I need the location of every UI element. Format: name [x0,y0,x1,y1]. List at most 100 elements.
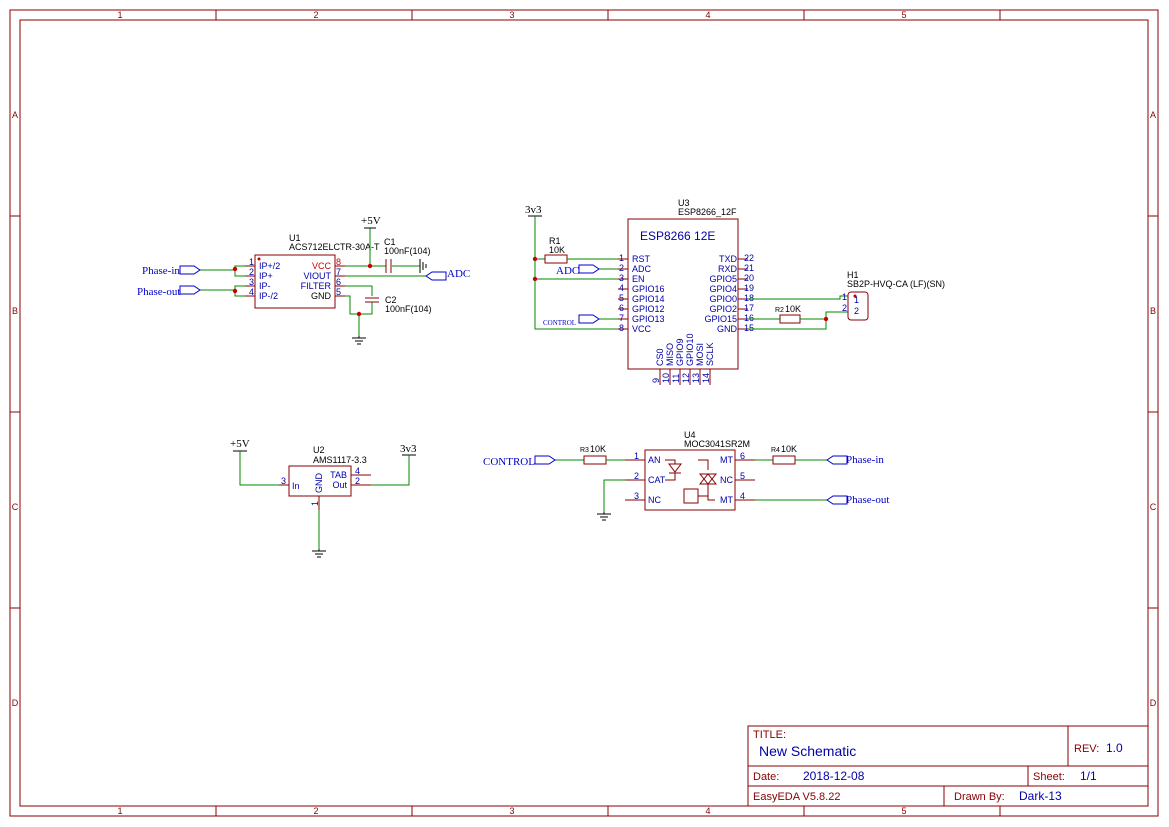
u4-ref: U4 [684,430,696,440]
title-label: TITLE: [753,729,786,741]
h1-pin-name-2: 2 [854,306,859,316]
phase-in-port-1[interactable] [179,265,201,275]
u3-pin-num-1: 1 [619,253,624,263]
u3-pin-name-sclk: SCLK [705,342,715,366]
u1-pin-name-2: IP+ [259,271,273,281]
col-label-5-bottom: 5 [901,806,906,816]
h1-connector[interactable]: H1 SB2P-HVQ-CA (LF)(SN) 1 2 1 2 [842,270,945,321]
r3-body [583,455,607,465]
u3-part: ESP8266_12F [678,207,737,217]
u3-pin-num-16: 16 [744,313,754,323]
c1-value: 100nF(104) [384,246,431,256]
u4-pin-name-an: AN [648,455,661,465]
rev-value: 1.0 [1106,741,1123,755]
c1-ref: C1 [384,237,396,247]
u3-ref: U3 [678,198,690,208]
row-label-d-right: D [1150,698,1157,708]
c2-ref: C2 [385,295,397,305]
date-label: Date: [753,771,779,783]
u2-ams1117[interactable]: U2 AMS1117-3.3 In 3 TAB Out 4 2 GND 1 [279,445,371,510]
u1-pin-name-gnd: GND [311,291,332,301]
u3-pin-name-gpio9: GPIO9 [675,338,685,366]
u4-pin-name-mt-1: MT [720,455,733,465]
h1-ref: H1 [847,270,859,280]
u3-pin-num-7: 7 [619,313,624,323]
sheet-label: Sheet: [1033,771,1065,783]
u3-pin-name-txd: TXD [719,254,738,264]
u4-wiring [553,455,827,521]
u3-pin-num-6: 6 [619,303,624,313]
phase-out-port-2[interactable] [826,495,848,505]
u3-pin-name-gnd: GND [717,324,738,334]
u2-input-power-label: +5V [230,438,250,450]
u3-pin-num-5: 5 [619,293,624,303]
phase-out-net-label-2: Phase-out [846,494,889,506]
phase-out-port-1[interactable] [179,285,201,295]
tool-version: EasyEDA V5.8.22 [753,791,840,803]
u4-pin-name-cat: CAT [648,475,666,485]
adc-port-2[interactable] [578,264,600,274]
phase-in-port-2[interactable] [826,455,848,465]
adc-net-label-2: ADC [556,265,579,277]
adc-port-1[interactable] [425,271,447,281]
control-port-1[interactable] [578,314,600,324]
u1-ref: U1 [289,233,301,243]
r4-body [772,455,796,465]
u4-moc3041[interactable]: U4 MOC3041SR2M 1 2 3 AN CAT NC 6 5 4 MT … [625,430,755,511]
u4-pin-num-4: 4 [740,491,745,501]
row-label-c-right: C [1150,502,1157,512]
u4-pin-num-3: 3 [634,491,639,501]
u1-acs712[interactable]: U1 ACS712ELCTR-30A-T 1 2 3 4 IP+/2 IP+ I… [245,233,380,309]
u2-ref: U2 [313,445,325,455]
u1-net-ports [179,265,447,295]
sheet-value: 1/1 [1080,769,1097,783]
u1-pin-name-3: IP- [259,281,271,291]
u3-pin-name-mosi: MOSI [695,343,705,366]
r1-ref: R1 [549,236,561,246]
u3-pin-num-11: 11 [671,374,681,383]
u3-pin-num-2: 2 [619,263,624,273]
u2-pin-name-tab: TAB [330,470,347,480]
u3-pin-num-13: 13 [691,373,701,383]
title-value: New Schematic [759,743,856,759]
u4-pin-name-nc: NC [648,495,661,505]
u4-pin-name-nc-2: NC [720,475,733,485]
u4-pin-num-2: 2 [634,471,639,481]
u4-optotriac-icon [665,459,718,504]
control-net-label-2: CONTROL [483,456,535,468]
col-label-5-top: 5 [901,10,906,20]
u3-pin-name-en: EN [632,274,645,284]
u3-pin-num-18: 18 [744,293,754,303]
u2-pin-num-in: 3 [281,476,286,486]
u1-pin-num-3: 3 [249,277,254,287]
u4-pin-num-5: 5 [740,471,745,481]
u2-pin-name-in: In [292,481,300,491]
u3-esp8266[interactable]: U3 ESP8266_12F ESP8266 12E 1 2 3 4 5 6 7… [618,198,754,385]
control-port-2[interactable] [534,455,556,465]
u4-part: MOC3041SR2M [684,439,750,449]
date-value: 2018-12-08 [803,769,865,783]
u3-pin-name-gpio14: GPIO14 [632,294,665,304]
u1-pin-num-6: 6 [336,277,341,287]
u3-pin-name-gpio13: GPIO13 [632,314,665,324]
r3-value: 10K [590,444,606,454]
u3-pin-num-15: 15 [744,323,754,333]
u3-pin-num-21: 21 [744,263,754,273]
u3-pin-num-19: 19 [744,283,754,293]
u1-pin-name-4: IP-/2 [259,291,278,301]
row-label-a-right: A [1150,110,1156,120]
drawn-by-value: Dark-13 [1019,789,1062,803]
row-label-d-left: D [12,698,19,708]
col-label-2-bottom: 2 [313,806,318,816]
u3-pin-num-8: 8 [619,323,624,333]
u3-pin-num-12: 12 [681,373,691,383]
col-label-1-bottom: 1 [117,806,122,816]
u3-pin-num-9: 9 [651,378,661,383]
u1-part: ACS712ELCTR-30A-T [289,242,380,252]
u3-wiring [528,215,848,330]
u3-pin-name-rxd: RXD [718,264,738,274]
rev-label: REV: [1074,743,1099,755]
r4-ref: R4 [771,447,780,454]
u3-pin-name-gpio5: GPIO5 [709,274,737,284]
r2-body [779,314,801,324]
